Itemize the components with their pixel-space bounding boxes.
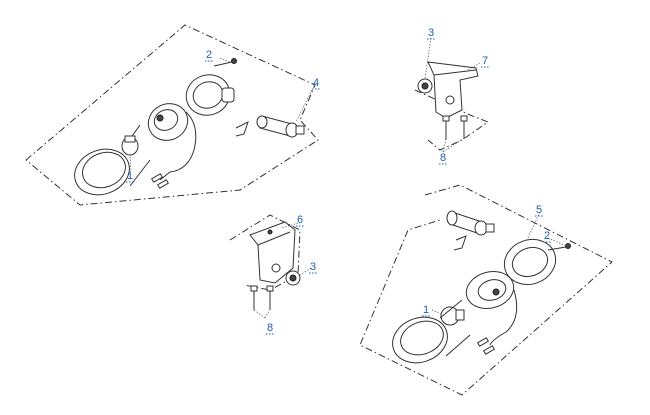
assembly-outline-4 [25, 24, 319, 206]
bolts-8b [442, 115, 468, 140]
callout-2-left: 2 [206, 49, 212, 61]
rear-shell-right [503, 238, 571, 286]
bracket-6 [249, 221, 296, 284]
socket-housing-right [465, 271, 518, 355]
bracket-7 [427, 61, 479, 119]
lens-assembly-right [392, 299, 471, 364]
callout-1-right: 1 [423, 304, 429, 316]
nut-3a [285, 270, 301, 286]
lens-assembly-left [74, 124, 151, 196]
bulb-right [440, 306, 465, 326]
callout-5: 5 [536, 204, 542, 216]
bolts-8a [250, 285, 274, 310]
leader-lines [129, 37, 567, 319]
callout-1-left: 1 [127, 170, 133, 182]
stem-right [446, 210, 495, 251]
socket-housing-left [147, 103, 197, 189]
assembly-outline-5 [359, 184, 613, 396]
callout-3-center: 3 [310, 261, 316, 273]
nut-3b [417, 78, 433, 94]
callout-labels: 2 4 1 6 3 8 3 7 8 5 2 1 [126, 27, 551, 335]
callout-2-right: 2 [544, 230, 550, 242]
callout-4: 4 [313, 77, 319, 89]
rear-shell-left [185, 58, 237, 116]
stem-left [235, 115, 305, 138]
bulb-left [121, 135, 139, 156]
callout-7: 7 [482, 55, 488, 67]
assembly-outline-6 [229, 214, 301, 291]
callout-8-center: 8 [267, 322, 273, 334]
callout-3-top: 3 [428, 27, 434, 39]
callout-8-top: 8 [440, 152, 446, 164]
callout-6: 6 [297, 214, 303, 226]
